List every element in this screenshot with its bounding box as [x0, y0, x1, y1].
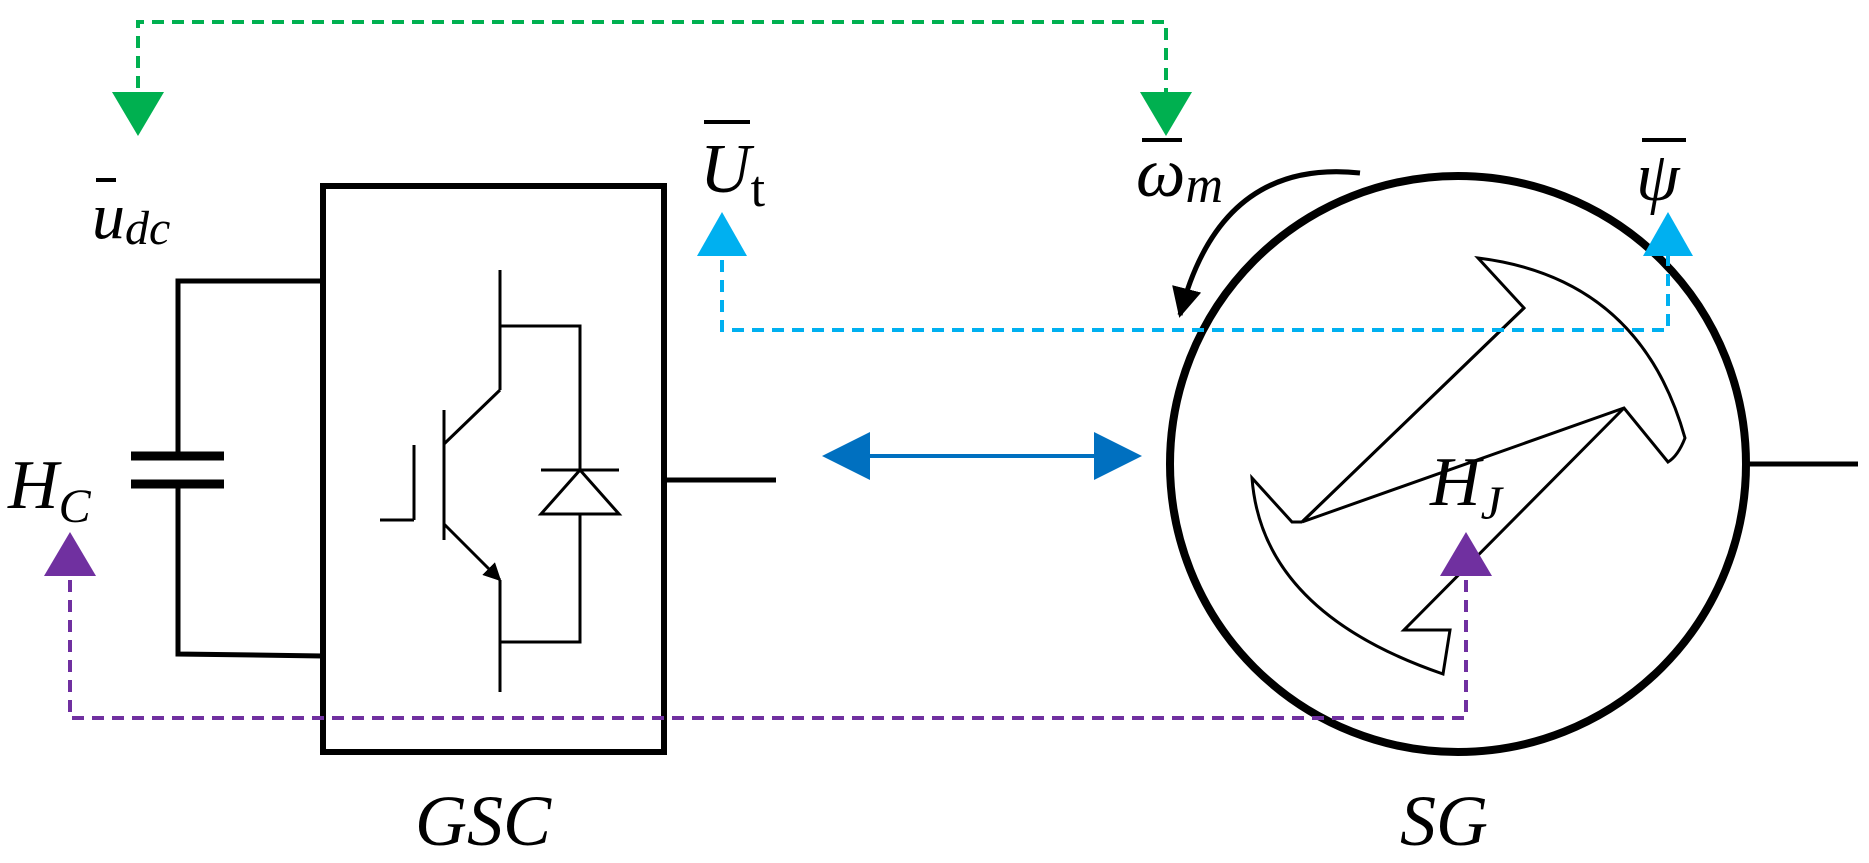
caption-sg: SG: [1400, 781, 1488, 861]
svg-text:HJ: HJ: [1429, 444, 1505, 530]
caption-gsc: GSC: [415, 781, 552, 861]
dc-link-lower-wire: [175, 484, 324, 659]
svg-text:ψ: ψ: [1636, 139, 1681, 216]
cyan-arrow-left-icon: [697, 212, 747, 256]
purple-arrow-left-icon: [44, 532, 96, 576]
label-h-c: HC: [7, 447, 92, 533]
gsc-box: [320, 183, 667, 755]
dc-link-upper-wire: [175, 278, 323, 456]
purple-coupling-line: [44, 532, 1492, 720]
svg-text:HC: HC: [7, 447, 92, 533]
green-arrow-left-icon: [112, 92, 164, 136]
label-psi: ψ: [1636, 138, 1686, 216]
rotation-arrow-icon: [1172, 169, 1361, 318]
power-flow-arrow-icon: [822, 432, 1142, 480]
diode-icon: [537, 467, 623, 516]
svg-text:udc: udc: [92, 180, 170, 255]
svg-text:Ut: Ut: [700, 131, 766, 218]
label-u-t: Ut: [700, 120, 766, 218]
purple-arrow-right-icon: [1440, 532, 1492, 576]
label-omega-m: ωm: [1136, 135, 1223, 214]
sg-rotor-icon: [1250, 256, 1687, 676]
green-coupling-line: [112, 20, 1192, 136]
label-u-dc: udc: [92, 178, 170, 255]
cyan-arrow-right-icon: [1643, 212, 1693, 256]
svg-text:ωm: ωm: [1136, 135, 1223, 214]
synchronous-generator: [1166, 169, 1858, 756]
gsc-converter: [131, 183, 776, 755]
green-arrow-right-icon: [1140, 92, 1192, 136]
igbt-icon: [380, 270, 582, 692]
cyan-coupling-line: [697, 212, 1693, 332]
label-h-j: HJ: [1429, 444, 1505, 530]
